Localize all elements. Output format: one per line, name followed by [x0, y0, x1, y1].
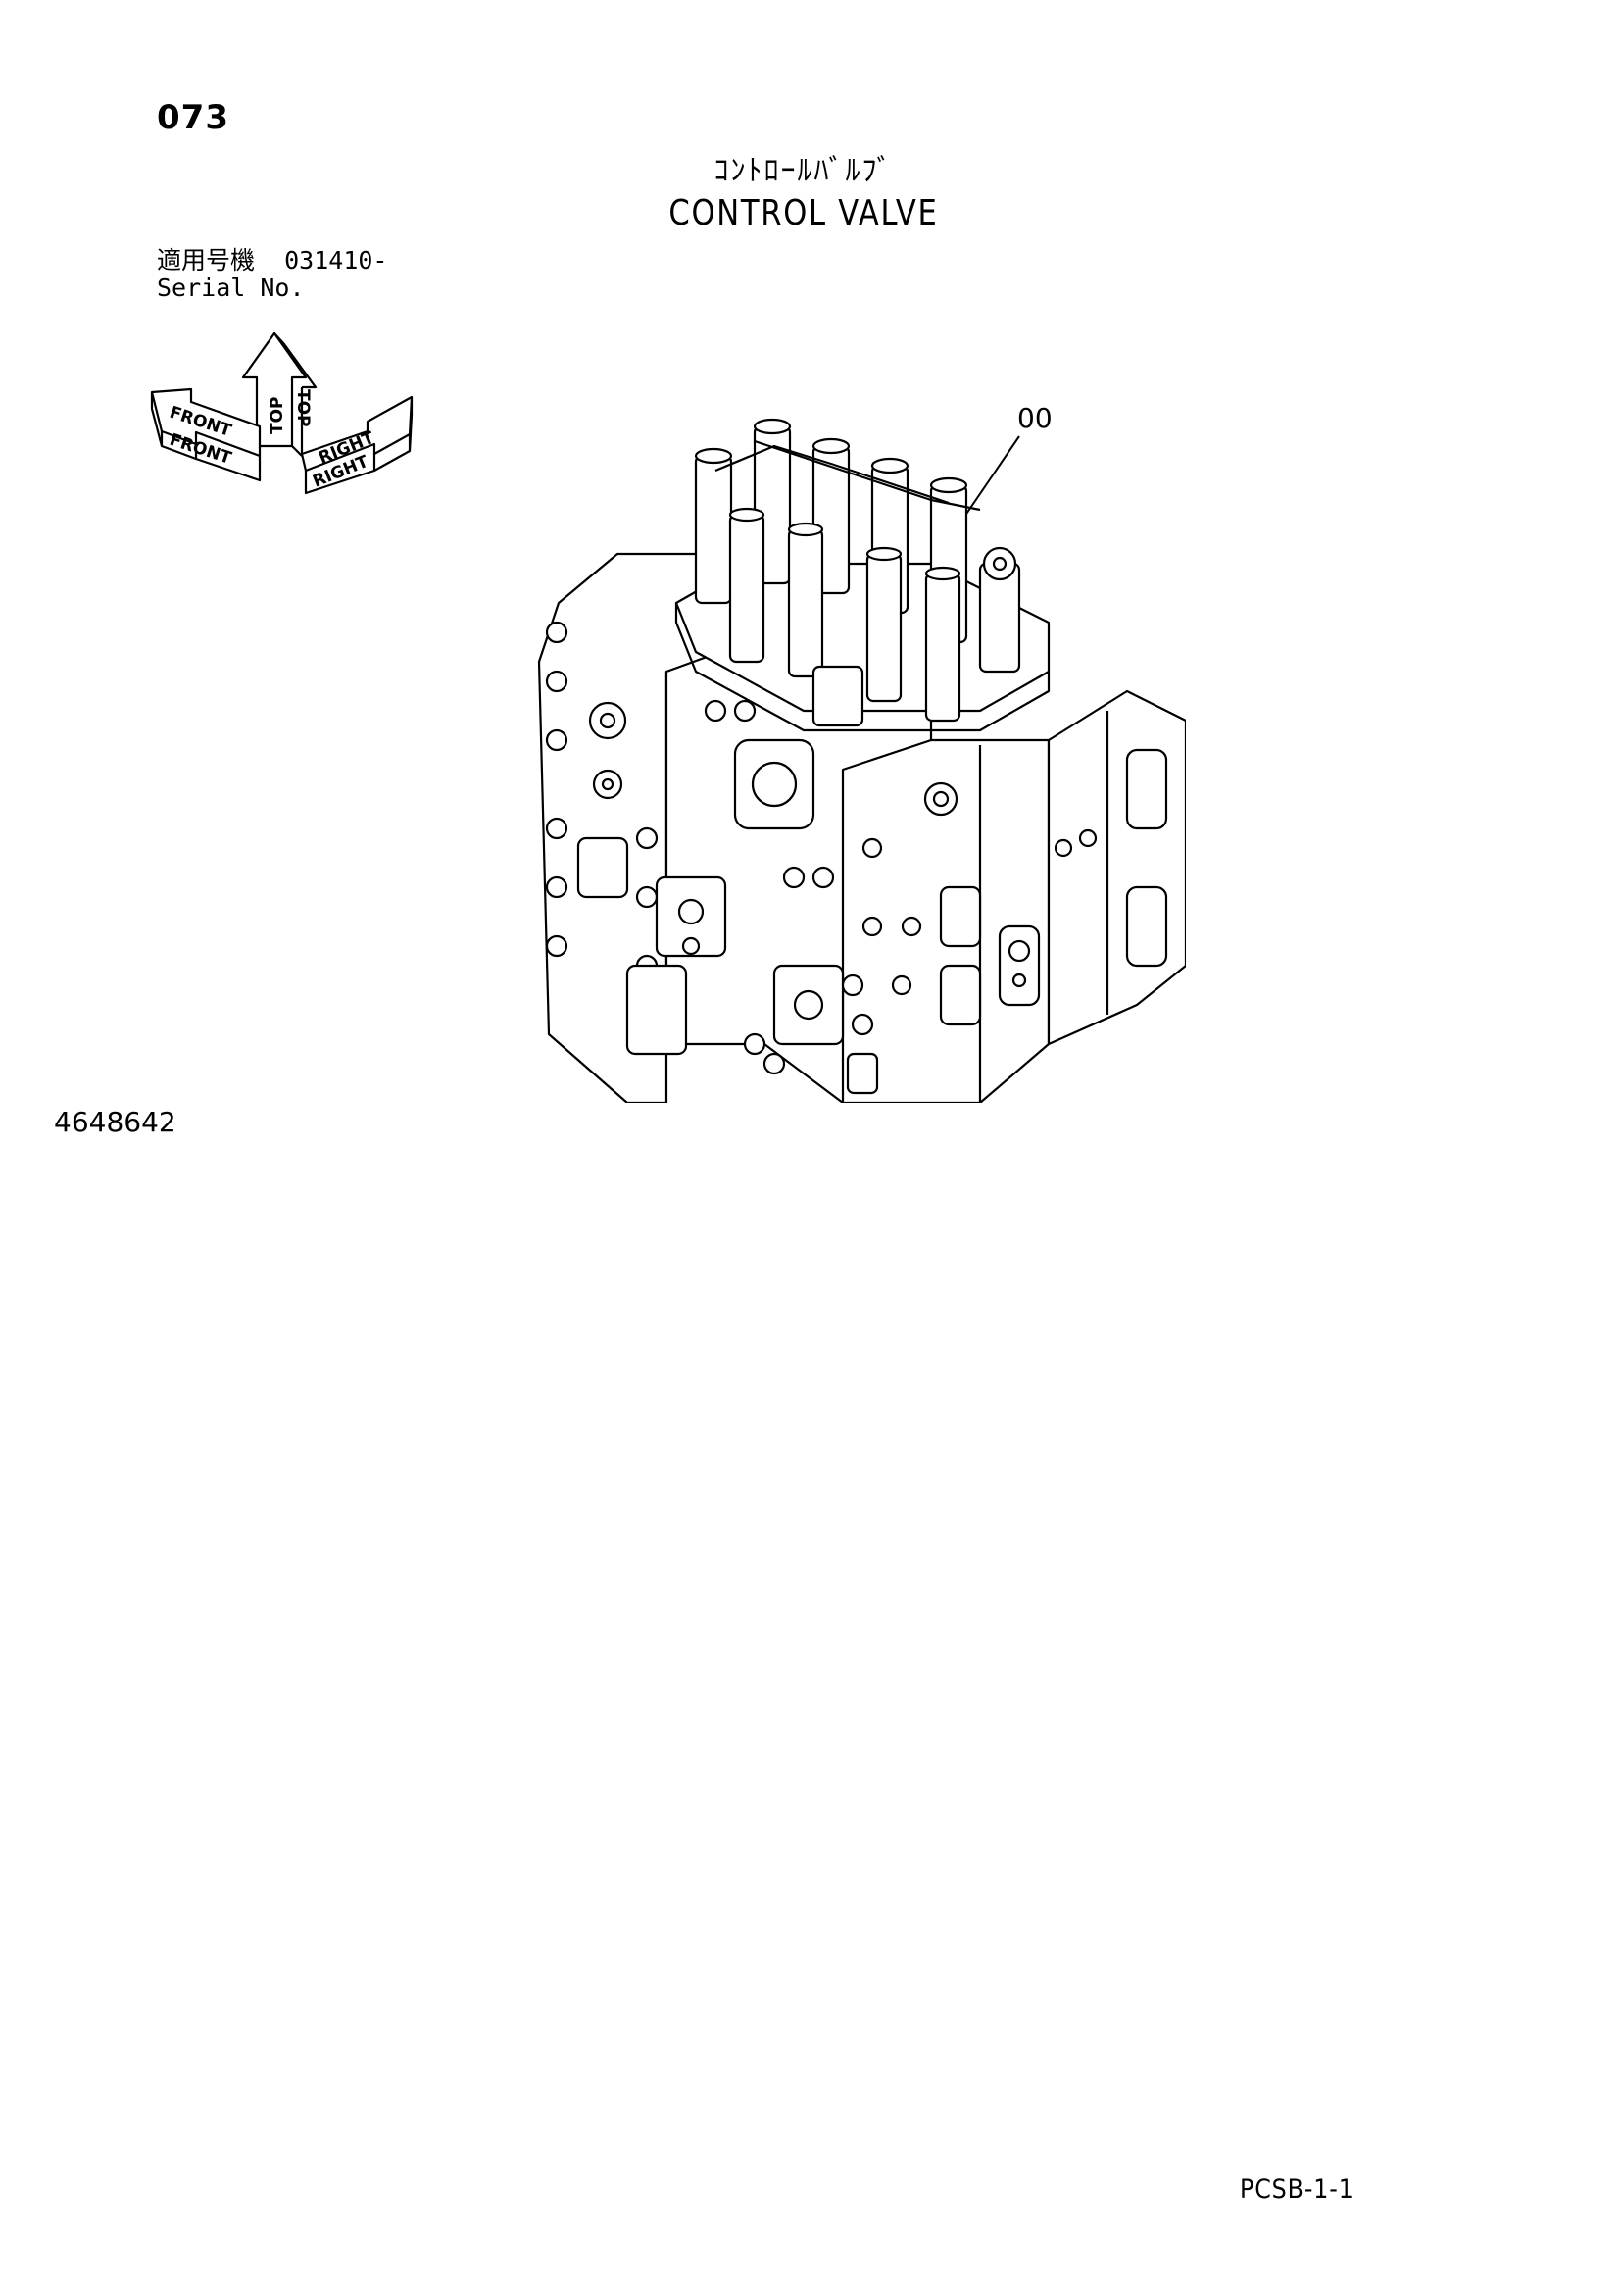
part-number: 4648642	[54, 1106, 176, 1138]
page-code: PCSB-1-1	[1240, 2174, 1354, 2205]
page-number: 073	[157, 98, 229, 137]
title-block: ｺﾝﾄﾛｰﾙﾊﾞﾙﾌﾞ CONTROL VALVE	[549, 152, 1058, 236]
orientation-top-label: TOP	[268, 396, 287, 434]
serial-label-en: Serial No.	[157, 274, 305, 302]
callout-label: 00	[1017, 402, 1053, 434]
orientation-arrows-icon: TOP TOP FRONT FRONT RIGHT RIGHT	[150, 331, 414, 495]
serial-label-jp: 適用号機	[157, 246, 256, 275]
title-english: CONTROL VALVE	[668, 193, 939, 233]
serial-row-jp: 適用号機 031410-	[157, 247, 387, 275]
control-valve-drawing	[537, 418, 1186, 1103]
serial-block: 適用号機 031410- Serial No.	[157, 247, 387, 302]
orientation-top-label-shadow: TOP	[293, 389, 313, 427]
serial-value: 031410-	[284, 246, 388, 275]
title-japanese: ｺﾝﾄﾛｰﾙﾊﾞﾙﾌﾞ	[713, 154, 894, 188]
